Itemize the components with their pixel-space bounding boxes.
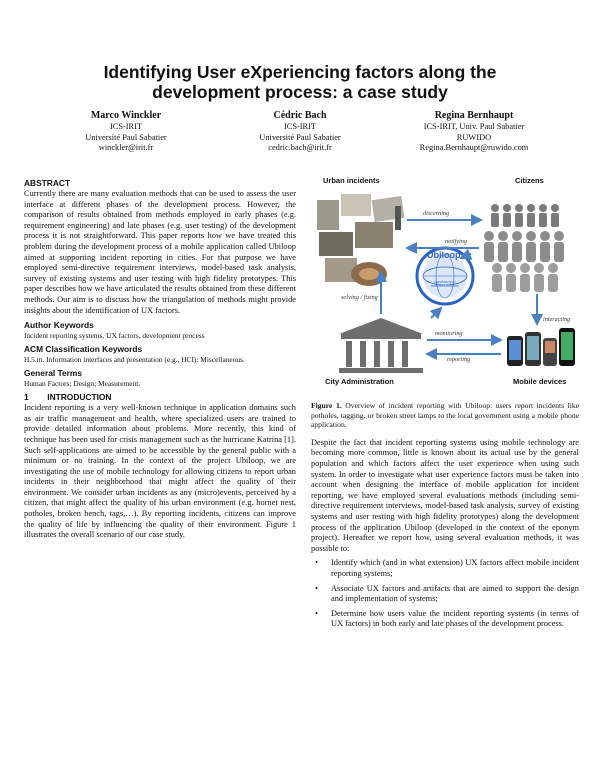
author-email[interactable]: winckler@irit.fr	[98, 143, 154, 152]
keywords-heading: Author Keywords	[24, 320, 94, 331]
figure-caption: Figure 1. Overview of incident reporting…	[311, 401, 579, 430]
terms-heading: General Terms	[24, 368, 83, 379]
author-name: Cédric Bach	[273, 110, 327, 121]
action-interacting: interacting	[543, 316, 571, 323]
label-mobile-devices: Mobile devices	[513, 377, 567, 386]
figure-illustration	[317, 194, 575, 373]
author-email[interactable]: Regina.Bernhaupt@ruwido.com	[419, 143, 529, 152]
label-urban-incidents: Urban incidents	[323, 176, 380, 185]
label-ubiloop-logo: Ubiloop	[427, 250, 461, 260]
left-column: ABSTRACT Currently there are many evalua…	[24, 178, 296, 541]
action-discerning: discerning	[423, 210, 450, 217]
right-body-text: Despite the fact that incident reporting…	[311, 437, 579, 553]
author-name: Regina Bernhaupt	[434, 110, 514, 121]
action-solving-fixing: solving / fixing	[341, 294, 378, 301]
list-item: •Associate UX factors and artifacts that…	[315, 583, 579, 604]
author-email[interactable]: cedric.bach@irit.fr	[268, 143, 332, 152]
action-reporting: reporting	[447, 356, 471, 363]
author-block: Marco Winckler ICS-IRIT Université Paul …	[40, 110, 560, 162]
list-item: •Determine how users value the incident …	[315, 608, 579, 629]
terms-text: Human Factors; Design; Measurement.	[24, 379, 141, 389]
caption-label: Figure 1.	[311, 401, 342, 410]
author-1: Marco Winckler ICS-IRIT Université Paul …	[40, 110, 212, 154]
action-notifying: notifying	[445, 238, 467, 245]
author-affiliation: ICS-IRIT, Univ. Paul Sabatier	[423, 122, 525, 131]
incident-photos	[317, 194, 405, 286]
author-affiliation: ICS-IRIT	[283, 122, 317, 131]
right-column: Urban incidents Citizens City Administra…	[311, 176, 579, 634]
acm-heading: ACM Classification Keywords	[24, 344, 143, 355]
abstract-heading: ABSTRACT	[24, 178, 71, 188]
keywords-text: Incident reporting systems, UX factors, …	[24, 331, 205, 341]
abstract-text: Currently there are many evaluation meth…	[24, 189, 296, 315]
author-3: Regina Bernhaupt ICS-IRIT, Univ. Paul Sa…	[388, 110, 560, 154]
intro-heading: 1 INTRODUCTION	[24, 392, 112, 403]
citizens-group	[484, 204, 564, 292]
label-citizens: Citizens	[515, 176, 544, 185]
city-building-icon	[339, 318, 423, 373]
author-name: Marco Winckler	[90, 110, 162, 121]
contribution-list: •Identify which (and in what extension) …	[311, 558, 579, 630]
list-item: •Identify which (and in what extension) …	[315, 558, 579, 578]
acm-text: H.5.m. Information interfaces and presen…	[24, 355, 245, 365]
intro-text: Incident reporting is a very well-known …	[24, 403, 296, 540]
label-city-administration: City Administration	[325, 377, 394, 386]
label-ubiloop-tagline: signalement de nuisances urbaines	[431, 280, 459, 288]
author-2: Cédric Bach ICS-IRIT Université Paul Sab…	[214, 110, 386, 154]
author-institution: Université Paul Sabatier	[259, 132, 341, 142]
paper-title: Identifying User eXperiencing factors al…	[103, 62, 497, 102]
action-monitoring: monitoring	[435, 330, 463, 337]
figure-1: Urban incidents Citizens City Administra…	[311, 176, 579, 391]
author-affiliation: ICS-IRIT	[109, 122, 143, 131]
author-institution: Université Paul Sabatier	[85, 132, 167, 142]
mobile-devices-icon	[507, 328, 575, 366]
caption-text: Overview of incident reporting with Ubil…	[311, 401, 580, 430]
author-institution: RUWIDO	[456, 132, 492, 142]
